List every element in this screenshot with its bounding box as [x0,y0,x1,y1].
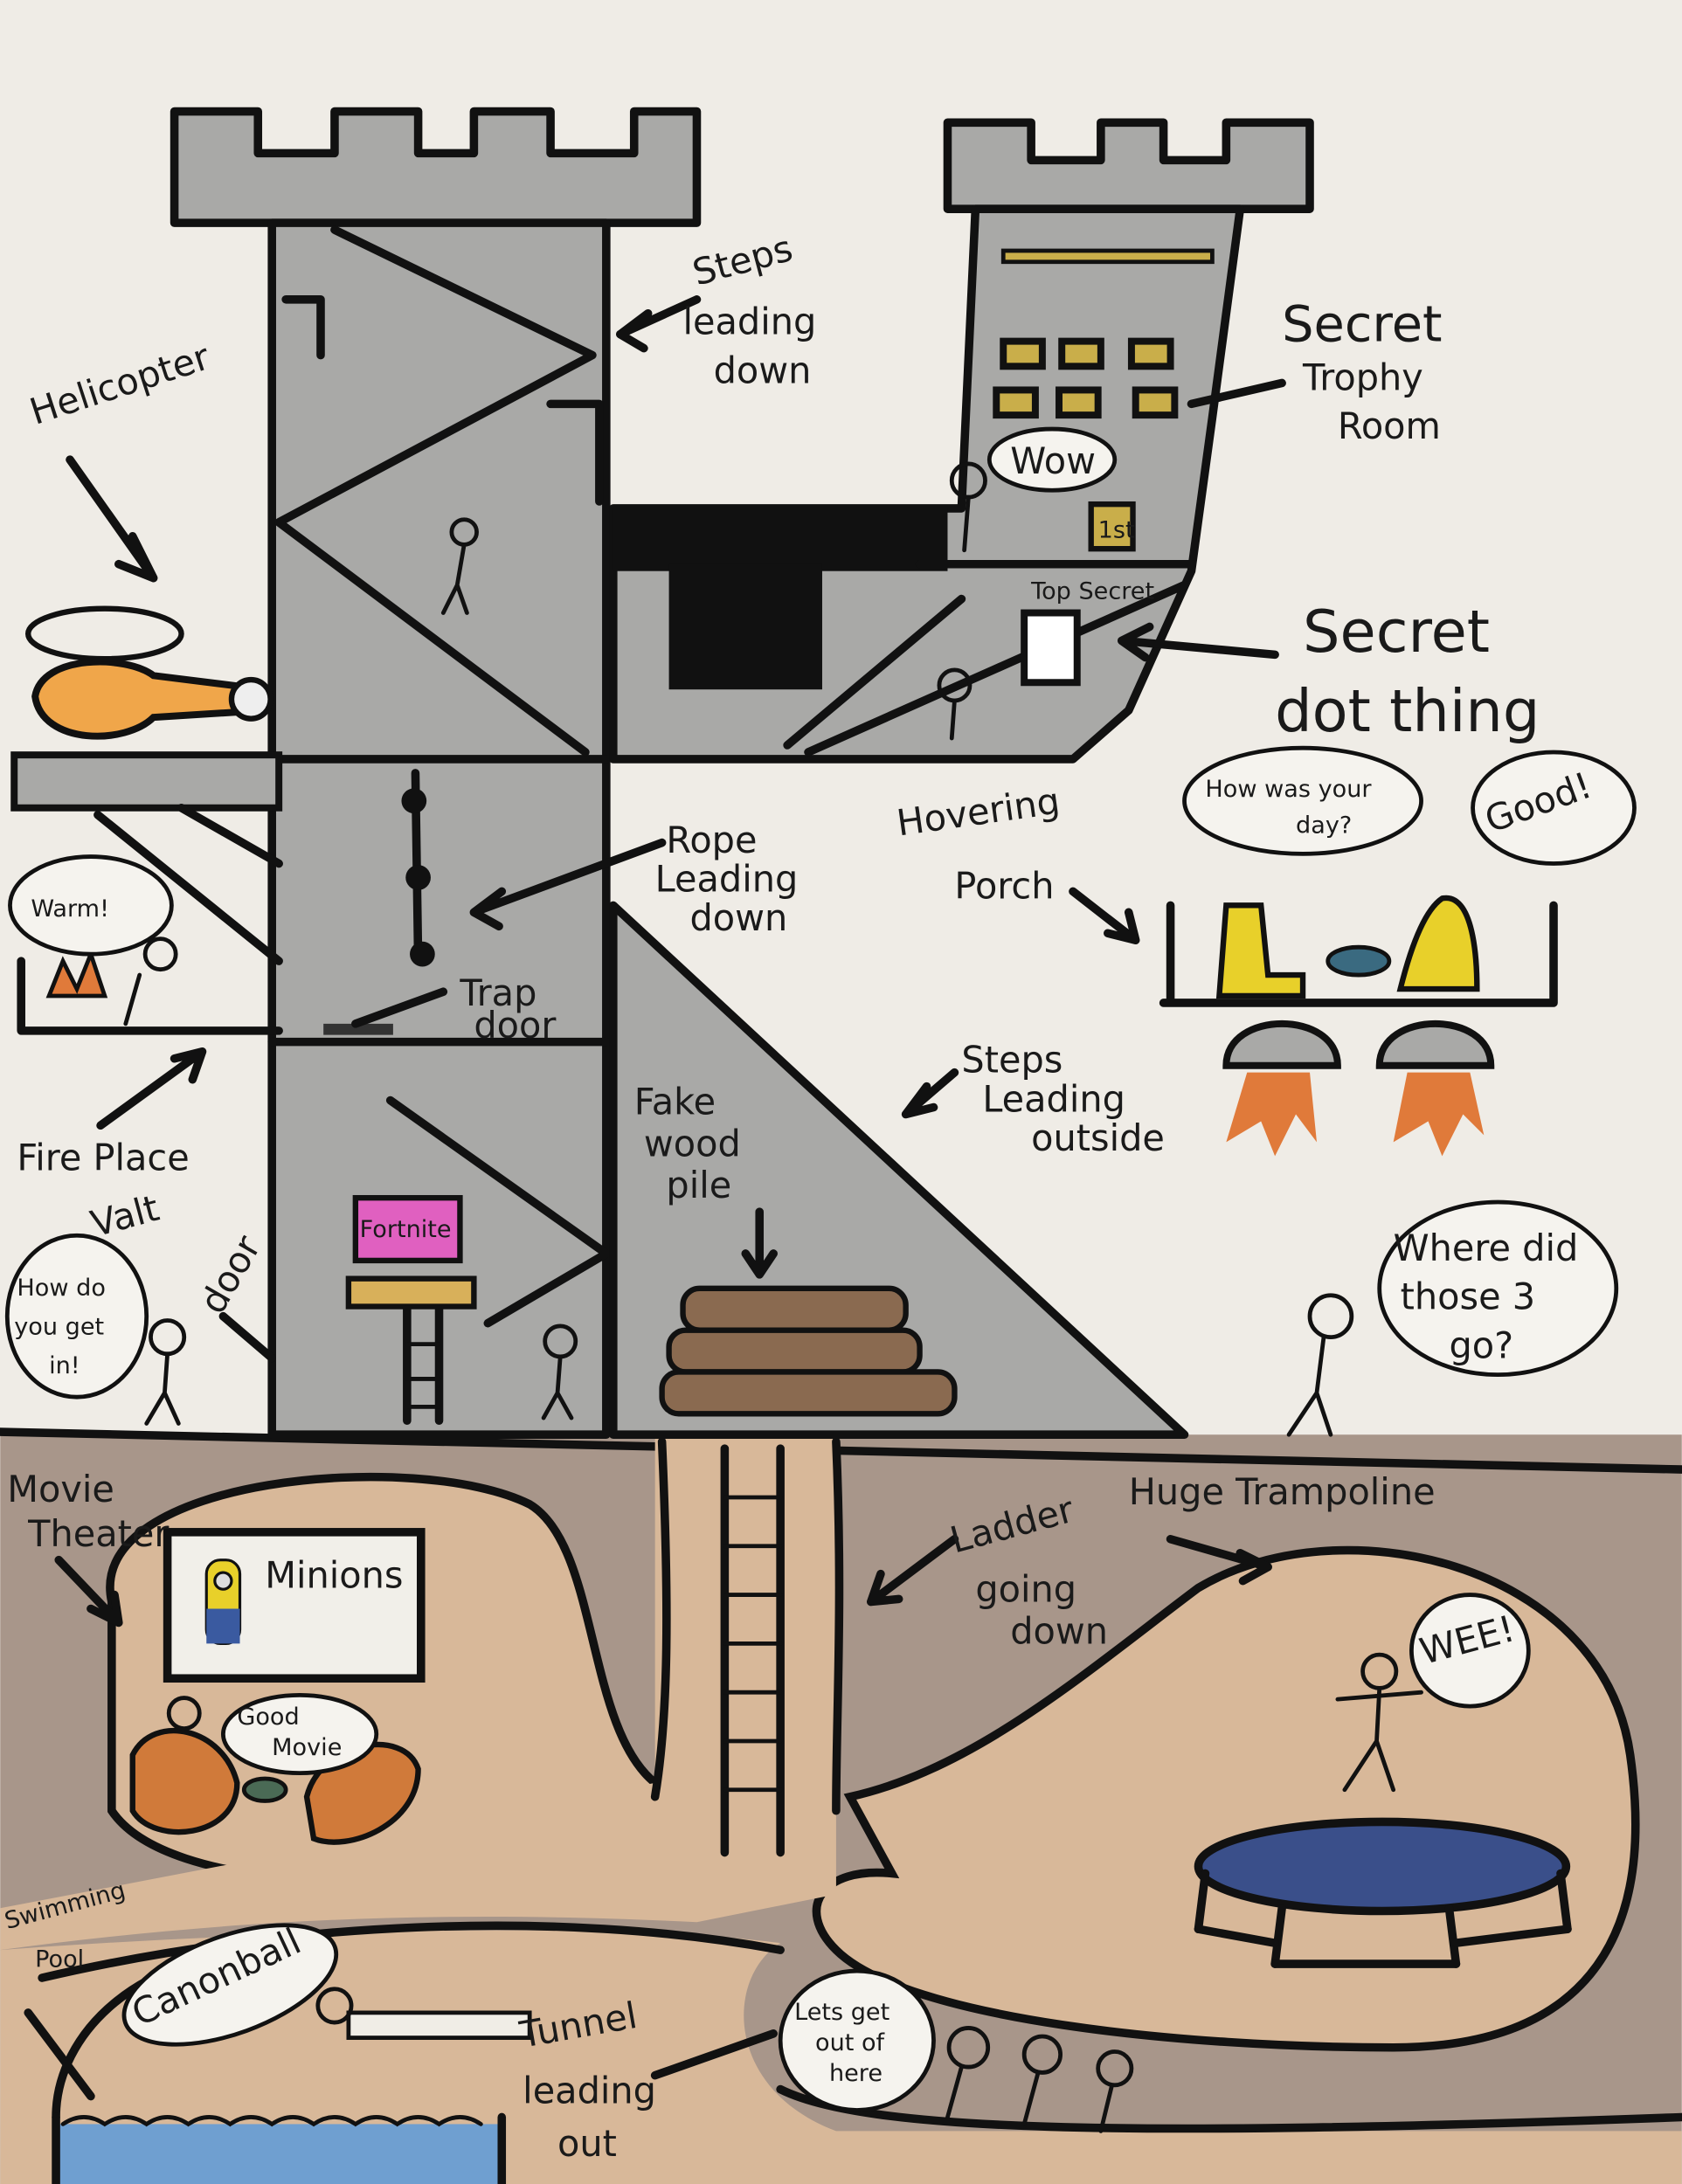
secret-dot-thing-label-1: Secret [1303,598,1490,666]
fake-wood-pile-label-3: pile [666,1165,731,1206]
trap-door-label-1: Trap [459,972,536,1014]
hovering-porch-label-2: Porch [954,865,1054,907]
minion-drawing [204,1559,242,1645]
rope-leading-down-label-1: Rope [666,819,757,861]
steps-leading-outside-label-3: outside [1031,1117,1165,1159]
left-tower [170,107,702,1440]
where-did-text-3: go? [1449,1325,1513,1367]
fake-wood-pile [659,1285,958,1417]
dark-room [613,508,948,571]
tunnel-leading-out-label-2: leading [523,2070,656,2112]
where-did-those-3-go-bubble [1377,1199,1619,1378]
left-tower-battlements [170,107,702,227]
fireplace [17,948,283,1035]
lets-get-out-bubble [778,1968,936,2112]
stick-figures [123,461,1423,2133]
fortnite-text: Fortnite [360,1216,452,1243]
tv [352,1194,463,1264]
good-movie-text-2: Movie [272,1734,342,1761]
how-was-your-day-text-2: day? [1296,812,1352,839]
steps-leading-outside-label-2: Leading [982,1078,1125,1120]
ladder-going-down-label-2: going [975,1569,1076,1611]
lets-get-out-text-2: out of [815,2029,886,2056]
wow-bubble [986,426,1118,493]
trap-door-label-2: door [474,1005,557,1047]
good-bubble [1471,750,1637,866]
wee-bubble [1409,1593,1531,1709]
theater-seats [129,1727,421,1845]
huge-trampoline-label: Huge Trampoline [1129,1471,1436,1513]
how-do-you-get-in-bubble [4,1233,149,1400]
top-secret-label: Top Secret [1030,578,1154,605]
rope-leading-down-label-2: Leading [655,858,799,900]
helicopter-pad [10,605,283,965]
hovering-porch [1159,895,1558,1157]
where-did-text-2: those 3 [1401,1276,1535,1318]
how-do-you-get-in-text-3: in! [49,1352,80,1379]
fire-place-label: Fire Place [17,1137,189,1178]
good-movie-text-1: Good [237,1704,299,1731]
movie-theater-label-1: Movie [7,1469,114,1510]
swimming-pool [56,2124,502,2184]
trophy [1088,501,1136,552]
steps-leading-down-label-2: leading [683,301,817,343]
trophy-shelves [993,337,1179,419]
warm-text: Warm! [31,895,109,923]
where-did-text-1: Where did [1394,1227,1579,1269]
steps-leading-outside-label-1: Steps [961,1040,1062,1082]
fake-wood-pile-label-1: Fake [634,1082,716,1123]
trophy-1st-text: 1st [1098,516,1135,543]
secret-trophy-room-label-2: Trophy [1302,356,1423,398]
warm-bubble [8,854,174,957]
rope-leading-down-label-3: down [690,897,788,939]
how-was-your-day-bubble [1182,745,1423,856]
movie-theater-label-2: Theater [27,1513,170,1555]
good-movie-bubble [220,1692,379,1776]
canonball-bubble [121,1923,339,2047]
secret-trophy-room-label-1: Secret [1282,295,1442,354]
arrows [24,295,1286,2101]
secret-dot-keypad [1021,609,1081,687]
lets-get-out-text-1: Lets get [794,1999,889,2026]
trampoline [1194,1817,1572,1968]
how-do-you-get-in-text-1: How do [17,1275,106,1302]
how-do-you-get-in-text-2: you get [14,1313,104,1340]
steps-leading-down-label-3: down [714,349,812,391]
tunnel-leading-out-label-3: out [557,2123,617,2165]
exit-tunnel [0,1930,1682,2184]
lets-get-out-text-3: here [829,2060,883,2087]
how-was-your-day-text-1: How was your [1205,776,1372,803]
secret-dot-thing-label-2: dot thing [1275,677,1540,745]
trap-door [323,1023,393,1035]
swimming-pool-label-2: Pool [35,1946,84,1973]
right-tower: 1st [609,118,1314,764]
ladder-going-down-label-3: down [1010,1610,1108,1652]
secret-trophy-room-label-3: Room [1338,405,1441,447]
wow-text: Wow [1010,440,1096,482]
ladder [720,1444,785,1857]
minions-text: Minions [265,1555,403,1597]
fake-wood-pile-label-2: wood [644,1123,741,1165]
